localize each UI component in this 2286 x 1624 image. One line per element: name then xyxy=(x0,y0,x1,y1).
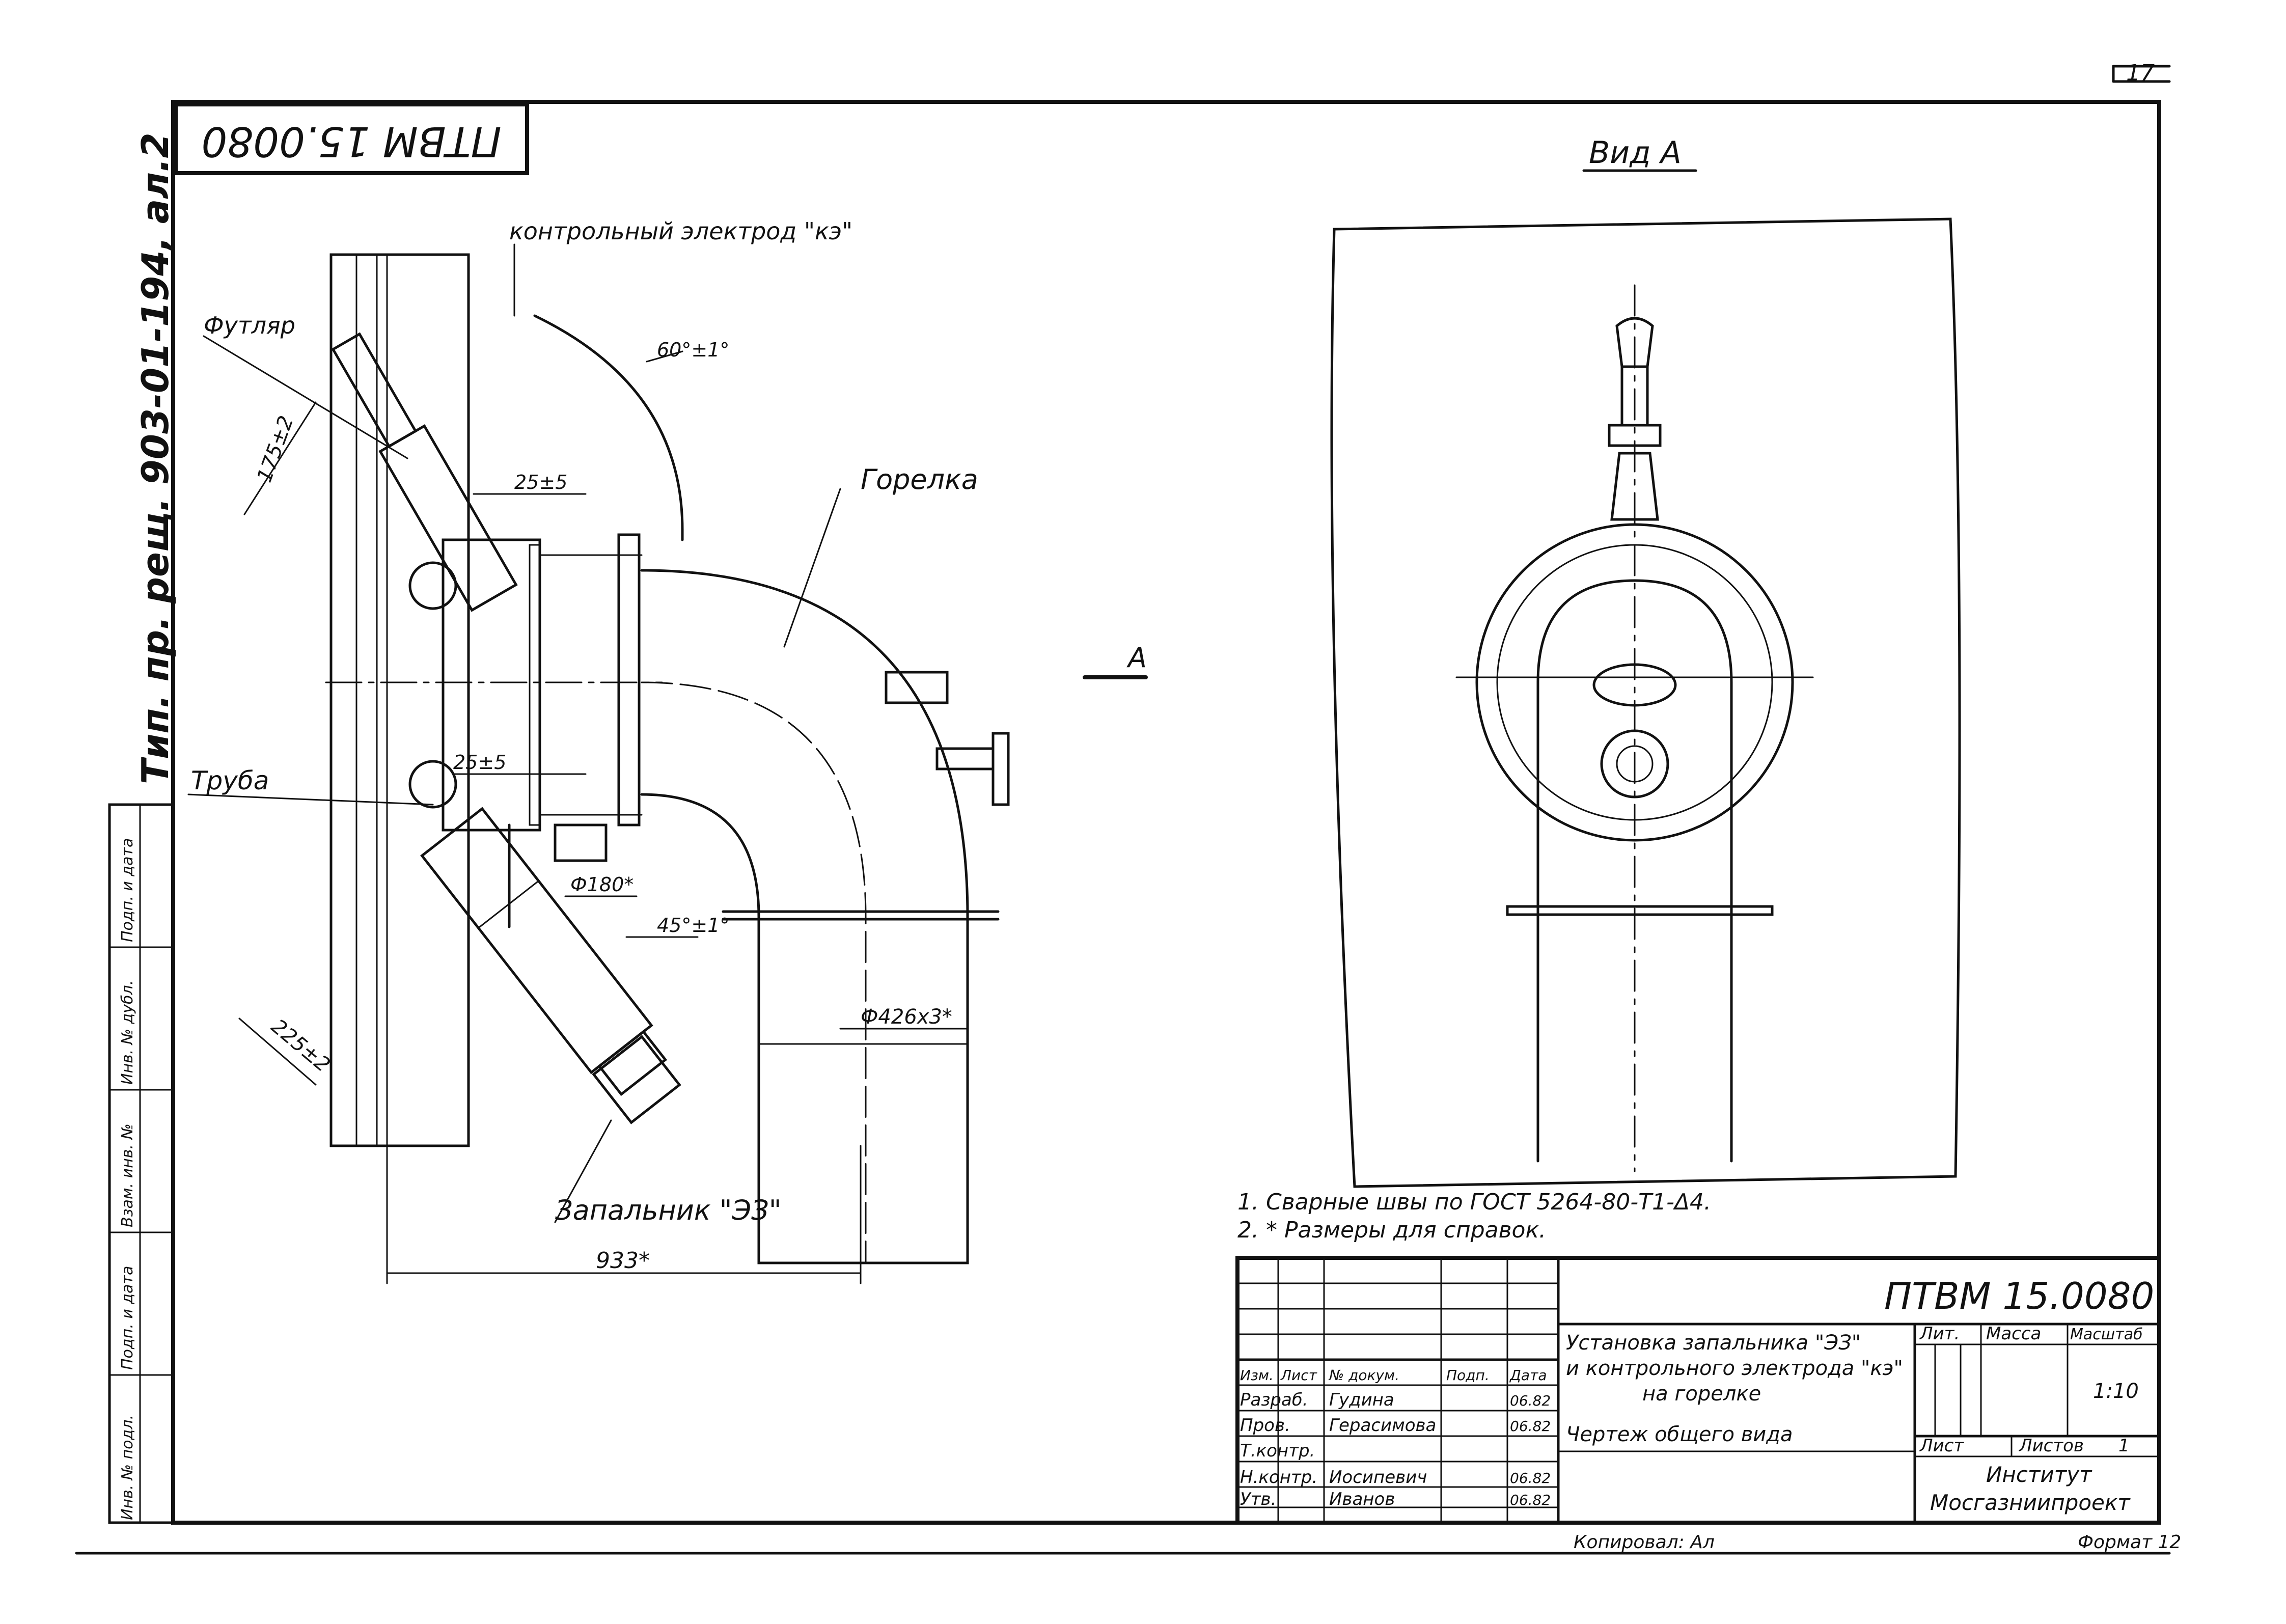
row-role-1: Разраб. xyxy=(1240,1390,1308,1410)
burner-assembly xyxy=(325,314,1010,1264)
side-label-5: Подп. и дата xyxy=(119,838,136,942)
org-line-2: Мосгазниипроект xyxy=(1930,1490,2131,1515)
col-header-izm: Изм. xyxy=(1240,1367,1274,1384)
col-header-doc: № докум. xyxy=(1328,1367,1399,1384)
callout-burner: Горелка xyxy=(861,463,978,496)
lit-label: Лит. xyxy=(1919,1324,1960,1344)
mass-label: Масса xyxy=(1986,1324,2041,1344)
stamp-code: ПТВМ 15.0080 xyxy=(201,118,501,165)
side-label-3: Взам. инв. № xyxy=(119,1123,136,1227)
dim-225: 225±2 xyxy=(267,1014,335,1077)
dim-933: 933* xyxy=(596,1248,650,1274)
view-a xyxy=(1330,217,1961,1188)
row-role-2: Пров. xyxy=(1240,1415,1290,1436)
row-date-5: 06.82 xyxy=(1510,1492,1551,1508)
callout-pipe: Труба xyxy=(191,766,269,795)
stamp-box: ПТВМ 15.0080 xyxy=(174,102,529,175)
row-name-2: Герасимова xyxy=(1329,1415,1436,1436)
side-reference: Тип. пр. рещ. 903-01-194, ал.2 xyxy=(134,132,177,784)
view-label: Вид А xyxy=(1589,135,1682,171)
sheets-label: Листов xyxy=(2018,1436,2084,1456)
col-header-sign: Подп. xyxy=(1446,1367,1490,1384)
page-number: 17 xyxy=(2126,60,2155,86)
note-1: 1. Сварные швы по ГОСТ 5264-80-Т1-Δ4. xyxy=(1237,1189,1711,1215)
row-date-4: 06.82 xyxy=(1510,1470,1551,1487)
title-drawing-code: ПТВМ 15.0080 xyxy=(1884,1275,2154,1317)
dim-angle-top: 60°±1° xyxy=(657,339,729,361)
sheet-label: Лист xyxy=(1919,1436,1964,1456)
side-label-2: Подп. и дата xyxy=(119,1266,136,1370)
title-line-2: и контрольного электрода "кэ" xyxy=(1566,1357,1903,1380)
note-2: 2. * Размеры для справок. xyxy=(1237,1217,1546,1243)
col-header-list: Лист xyxy=(1280,1367,1317,1384)
title-block xyxy=(1235,1256,2161,1525)
dim-gap-top: 25±5 xyxy=(514,471,567,493)
row-role-3: Т.контр. xyxy=(1240,1441,1315,1461)
wall-section xyxy=(329,253,470,1147)
row-name-5: Иванов xyxy=(1329,1489,1395,1509)
dim-gap-mid: 25±5 xyxy=(453,751,506,774)
copied-by: Копировал: Ал xyxy=(1574,1532,1715,1553)
dim-dia-426: Ф426х3* xyxy=(861,1005,952,1029)
sheets-value: 1 xyxy=(2118,1436,2130,1456)
row-role-5: Утв. xyxy=(1240,1489,1276,1509)
side-label-4: Инв. № дубл. xyxy=(119,980,136,1085)
row-date-1: 06.82 xyxy=(1510,1392,1551,1409)
scale-value: 1:10 xyxy=(2093,1380,2139,1403)
sheet-frame xyxy=(75,65,2171,1555)
title-subtitle: Чертеж общего вида xyxy=(1566,1423,1793,1446)
row-date-2: 06.82 xyxy=(1510,1418,1551,1435)
col-header-date: Дата xyxy=(1509,1367,1547,1384)
org-line-1: Институт xyxy=(1986,1462,2092,1487)
row-role-4: Н.контр. xyxy=(1240,1467,1317,1488)
title-line-3: на горелке xyxy=(1642,1382,1761,1406)
format-label: Формат 12 xyxy=(2078,1532,2181,1553)
dimension-lines xyxy=(187,243,1148,1284)
callout-igniter: Запальник "ЭЗ" xyxy=(555,1194,782,1226)
dim-angle-45: 45°±1° xyxy=(657,914,729,937)
callout-sleeve: Футляр xyxy=(204,312,295,339)
dim-dia-180: Ф180* xyxy=(570,873,634,896)
side-label-1: Инв. № подл. xyxy=(119,1415,136,1520)
row-name-4: Иосипевич xyxy=(1329,1467,1427,1488)
callout-electrode: контрольный электрод "кэ" xyxy=(509,217,852,245)
scale-label: Масштаб xyxy=(2070,1326,2143,1343)
dim-175: 175±2 xyxy=(253,413,298,486)
row-name-1: Гудина xyxy=(1329,1390,1394,1410)
title-line-1: Установка запальника "ЭЗ" xyxy=(1566,1331,1861,1355)
view-arrow-label: А xyxy=(1126,642,1147,674)
side-approval-table xyxy=(108,803,175,1524)
